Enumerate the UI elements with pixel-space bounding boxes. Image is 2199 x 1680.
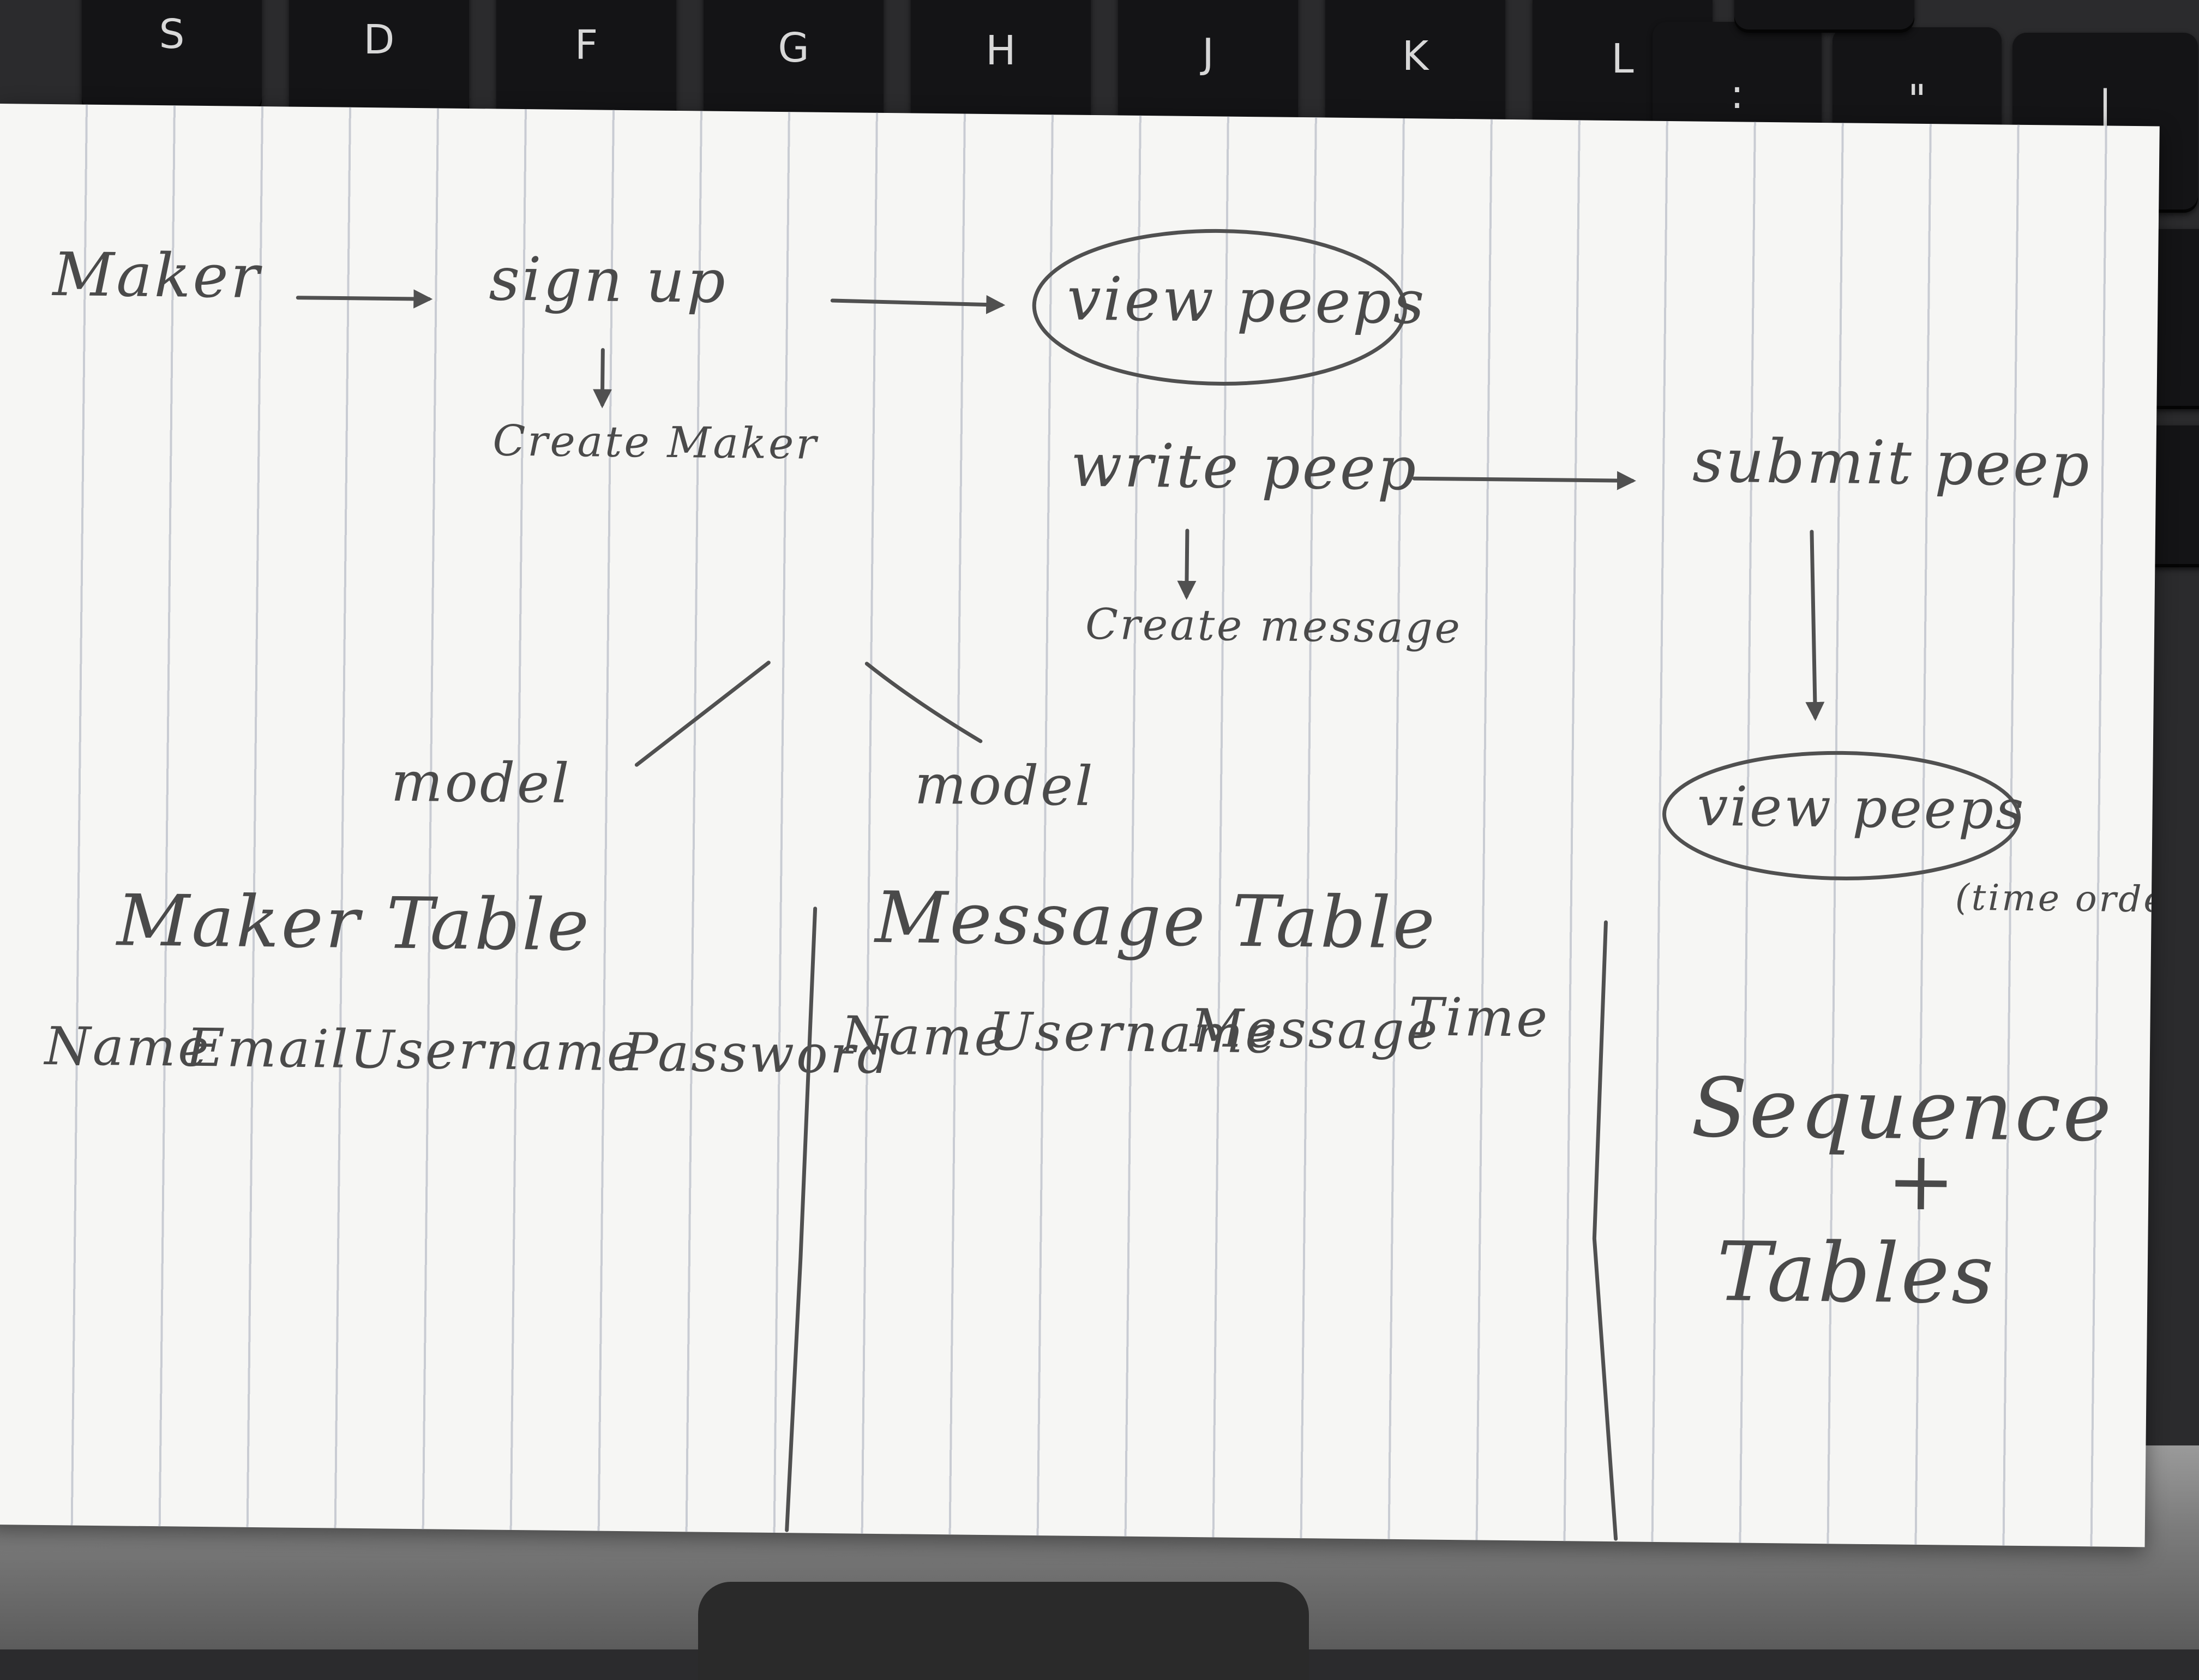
node-view-peeps: view peeps	[1067, 264, 1427, 338]
arrow-signup-viewpeeps	[830, 295, 1006, 314]
key-k: K	[1325, 0, 1505, 136]
label-model-right: model	[914, 753, 1095, 818]
sketch-diagram: Maker sign up view peeps Create Maker wr…	[43, 229, 2160, 1541]
message-col-time: Time	[1408, 986, 1550, 1049]
lined-paper: Maker sign up view peeps Create Maker wr…	[0, 104, 2160, 1547]
node-time-order: (time order)	[1955, 877, 2160, 921]
message-col-username: Username	[988, 1001, 1279, 1065]
side-note-sequence: Sequence	[1691, 1061, 2114, 1160]
maker-table-title: Maker Table	[116, 879, 592, 967]
message-col-name: Name	[840, 1005, 1008, 1067]
laptop-hinge	[698, 1582, 1309, 1680]
node-maker: Maker	[51, 239, 263, 311]
side-note-tables: Tables	[1716, 1225, 1996, 1322]
node-submit-peep: submit peep	[1692, 426, 2092, 500]
key-s: S	[82, 0, 262, 115]
side-note-plus: +	[1886, 1133, 1958, 1229]
divider-left	[785, 907, 818, 1532]
key-g: G	[704, 0, 884, 128]
key-d: D	[289, 0, 469, 120]
maker-col-password: Password	[621, 1022, 893, 1085]
key-f: F	[496, 0, 676, 125]
node-create-maker: Create Maker	[492, 416, 819, 469]
maker-col-username: Username	[350, 1019, 640, 1083]
maker-col-name: Name	[43, 1016, 211, 1078]
divider-right	[1592, 920, 1618, 1541]
node-view-peeps-2: view peeps	[1697, 775, 2026, 842]
key-h: H	[911, 0, 1091, 131]
node-sign-up: sign up	[489, 244, 728, 316]
node-view-peeps-circle	[1032, 229, 1407, 386]
arrow-maker-signup	[296, 289, 433, 309]
node-view-peeps-2-circle	[1662, 751, 2021, 880]
label-model-left: model	[390, 750, 571, 815]
branch-line-right	[864, 662, 983, 743]
maker-col-email: Email	[185, 1017, 350, 1080]
message-col-message: Message	[1189, 998, 1440, 1061]
arrow-write-submit	[1412, 471, 1636, 490]
message-table-title: Message Table	[874, 876, 1438, 965]
arrow-signup-create	[593, 348, 612, 409]
key-bracket: [	[1734, 0, 1914, 33]
key-j: J	[1118, 0, 1298, 134]
branch-line-left	[634, 661, 771, 767]
node-create-message: Create message	[1085, 600, 1463, 653]
arrow-submit-viewpeeps	[1805, 530, 1825, 721]
node-write-peep: write peep	[1070, 430, 1419, 504]
